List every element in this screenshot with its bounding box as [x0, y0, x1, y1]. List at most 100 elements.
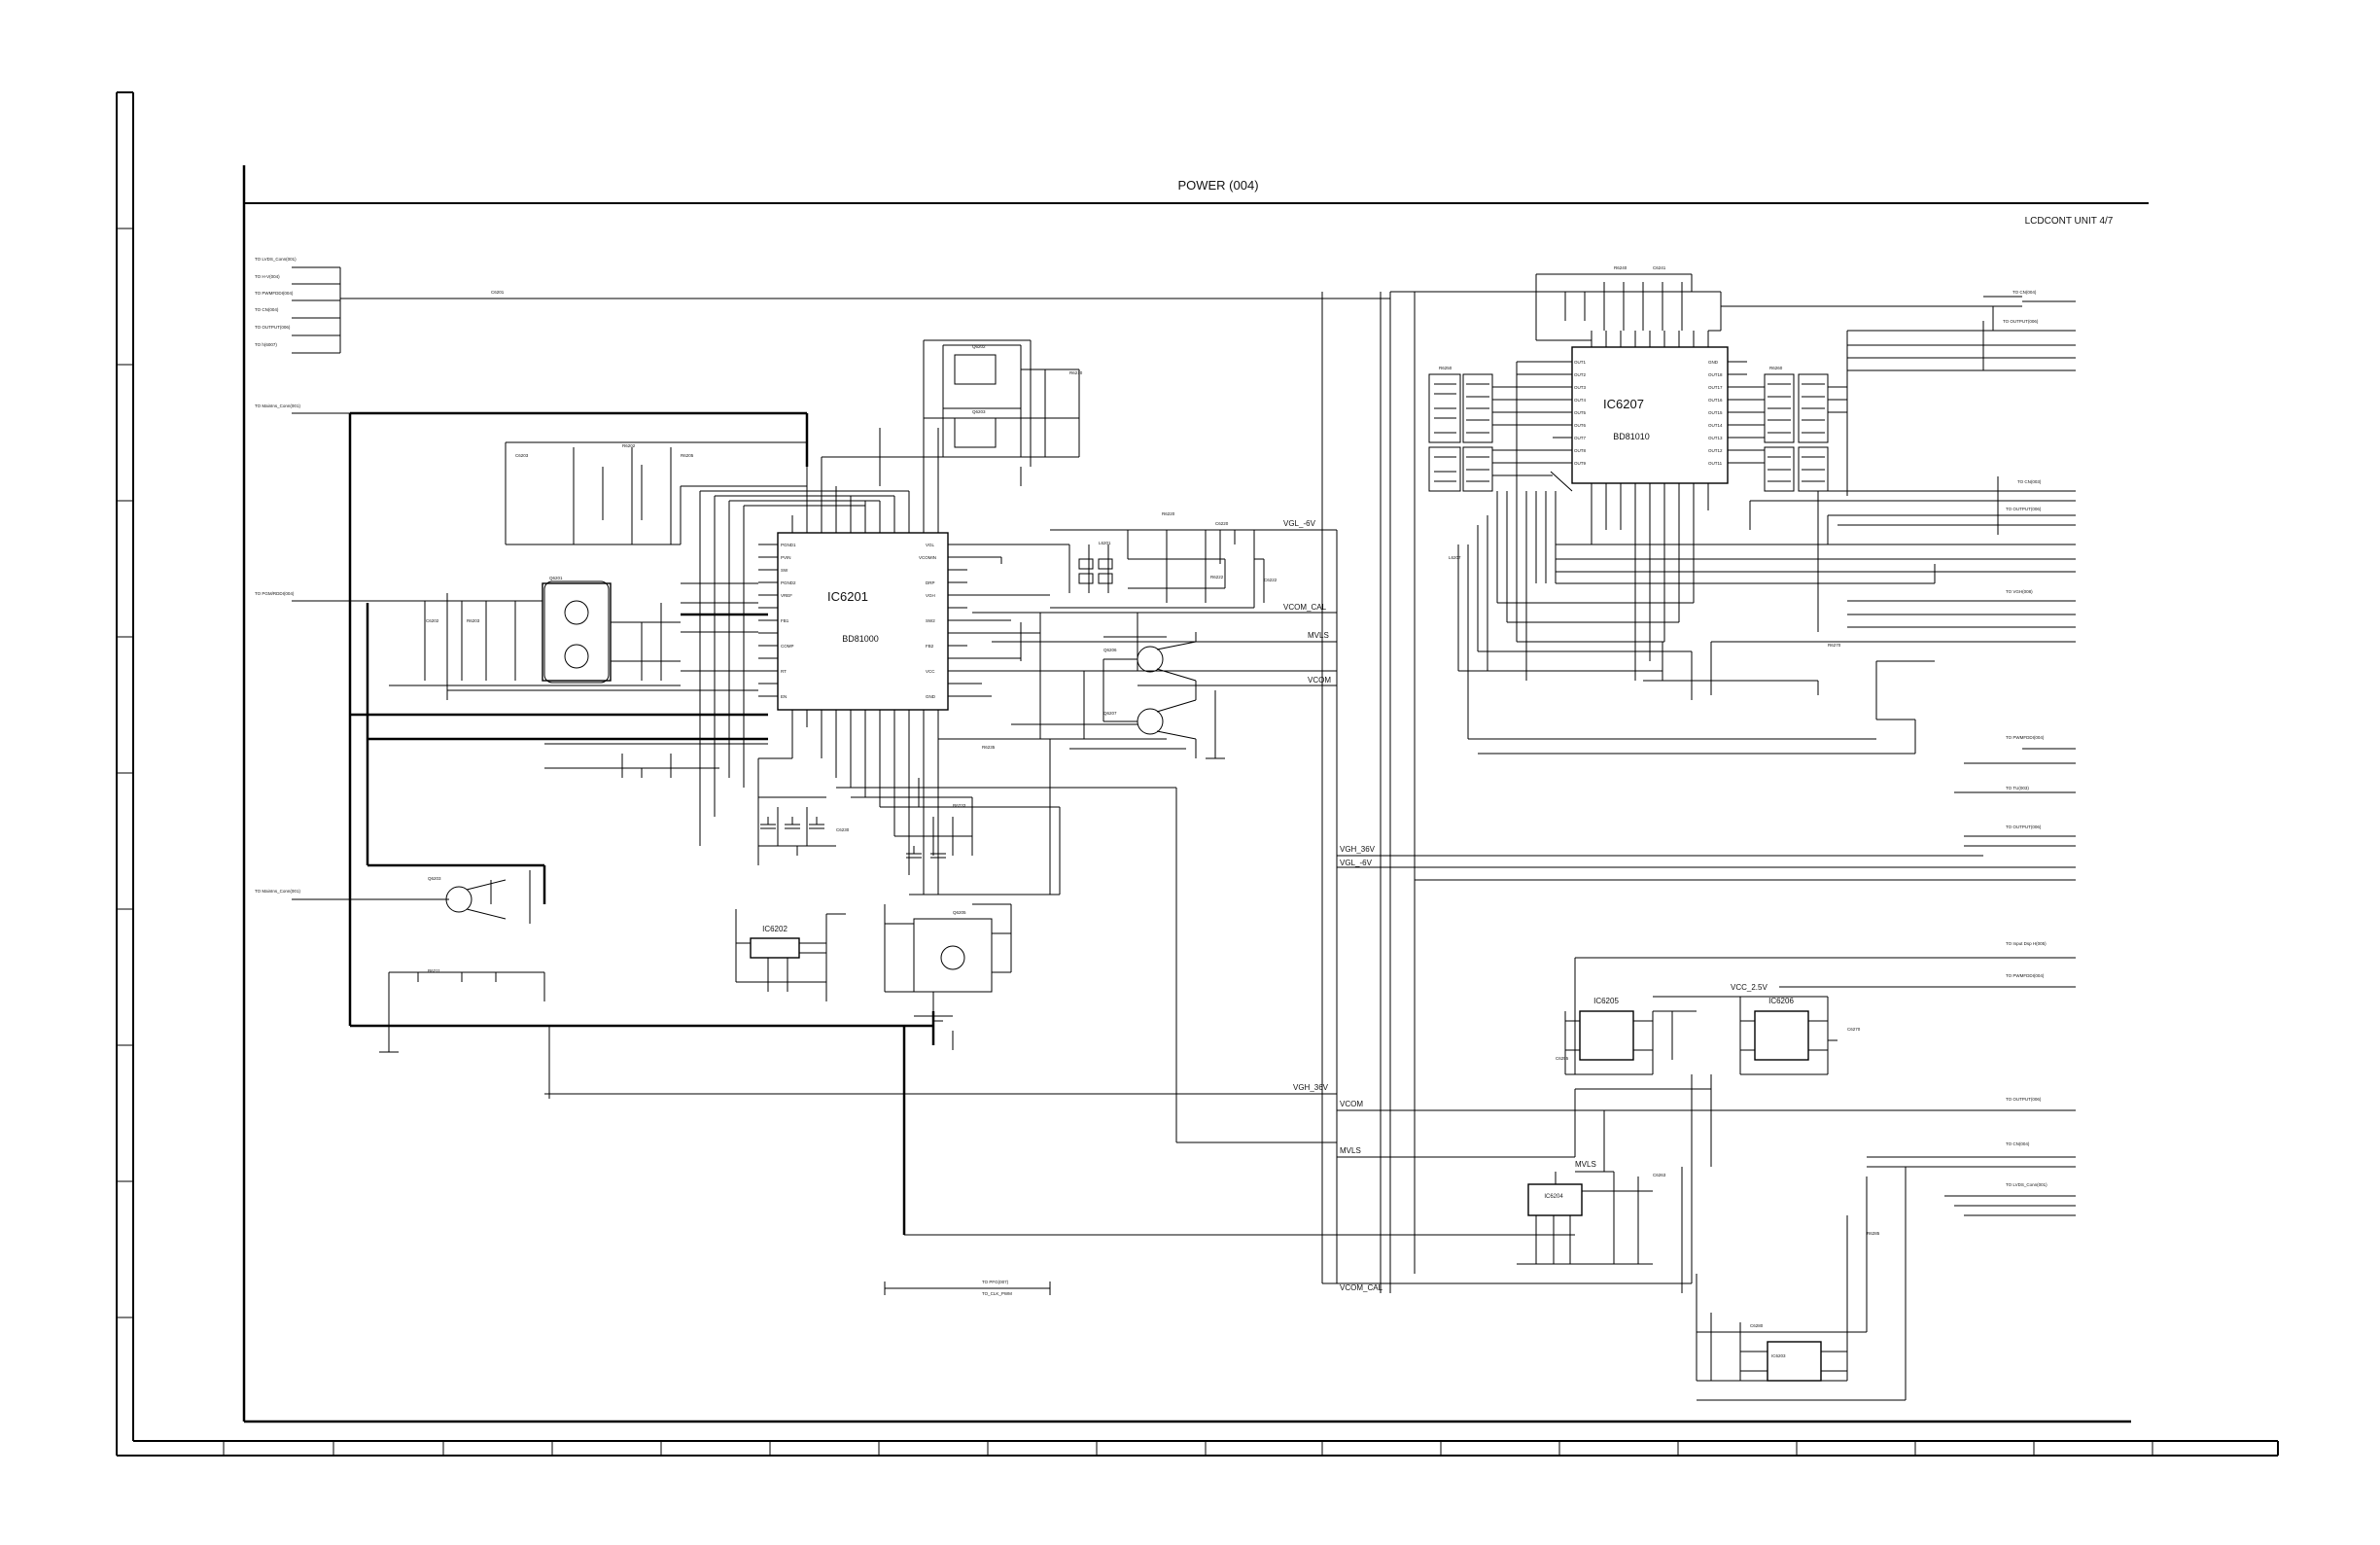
- svg-text:OUT13: OUT13: [1708, 436, 1723, 440]
- q6205-block: [884, 903, 1012, 1050]
- ic6207-left-array: [1428, 361, 1553, 492]
- svg-text:Q6201: Q6201: [549, 576, 563, 580]
- svg-text:OUT16: OUT16: [1708, 398, 1723, 403]
- ic6205-block: IC6205: [1564, 997, 1697, 1075]
- svg-text:PGND2: PGND2: [781, 580, 796, 585]
- svg-text:TO OUTPUT(006): TO OUTPUT(006): [2006, 507, 2042, 511]
- net-mvls-top: MVLS: [1575, 1160, 1596, 1169]
- unit-label: LCDCONT UNIT 4/7: [2025, 216, 2114, 227]
- svg-text:VCC: VCC: [926, 669, 935, 674]
- svg-text:R6222: R6222: [1210, 575, 1224, 579]
- svg-text:FB2: FB2: [926, 644, 934, 649]
- svg-text:PGND1: PGND1: [781, 543, 796, 547]
- svg-text:TO CN(004): TO CN(004): [255, 307, 279, 312]
- svg-text:IC6203: IC6203: [1771, 1353, 1786, 1358]
- svg-text:C6241: C6241: [1653, 265, 1666, 270]
- svg-text:VCOMIN: VCOMIN: [919, 555, 936, 560]
- sheet-title: POWER (004): [1177, 178, 1258, 193]
- ic6207-right-array: [1747, 369, 1848, 496]
- svg-text:OUT11: OUT11: [1708, 461, 1723, 466]
- svg-text:FB1: FB1: [781, 618, 789, 623]
- svg-text:OUT2: OUT2: [1574, 372, 1586, 377]
- svg-text:DRP: DRP: [926, 580, 935, 585]
- ic6201-ref: IC6201: [827, 589, 868, 604]
- net-vgh-lower: VGH_36V: [1293, 1083, 1329, 1092]
- svg-text:TO Input Dsp H(005): TO Input Dsp H(005): [2006, 941, 2047, 946]
- svg-text:R6211: R6211: [428, 968, 440, 973]
- svg-text:TO OUTPUT(006): TO OUTPUT(006): [2006, 825, 2042, 829]
- svg-text:OUT17: OUT17: [1708, 385, 1723, 390]
- net-vcom-low: VCOM: [1340, 1100, 1363, 1108]
- svg-text:TO MainIns_Conn(001): TO MainIns_Conn(001): [255, 404, 300, 408]
- svg-text:OUT1: OUT1: [1574, 360, 1586, 365]
- svg-text:R6205: R6205: [681, 453, 694, 458]
- ic6201-part: BD81000: [842, 634, 879, 644]
- svg-text:Q6206: Q6206: [1103, 648, 1117, 652]
- left-connectors: TO LVDS_Conn(001)TO H-V(004) TO PWMFDDI(…: [255, 257, 1390, 900]
- svg-text:OUT15: OUT15: [1708, 410, 1723, 415]
- svg-text:TO OUTPUT(006): TO OUTPUT(006): [2006, 1097, 2042, 1102]
- net-vgh-upper: VGH_36V: [1340, 845, 1376, 854]
- svg-text:TO LVDS_Conn(001): TO LVDS_Conn(001): [255, 257, 297, 262]
- vertical-buses: [1321, 292, 1712, 1322]
- ic6206-block: IC6206 VCC_2.5V: [1653, 983, 1838, 1075]
- svg-text:C6255: C6255: [1556, 1056, 1569, 1061]
- svg-text:OUT18: OUT18: [1708, 372, 1723, 377]
- svg-text:R6220: R6220: [1162, 511, 1175, 516]
- svg-text:TO LVDS_Conn(001): TO LVDS_Conn(001): [2006, 1182, 2048, 1187]
- svg-text:EN: EN: [781, 694, 787, 699]
- svg-text:Q6203: Q6203: [428, 876, 441, 881]
- ic6201-caps: [760, 817, 946, 859]
- svg-text:C6201: C6201: [491, 290, 505, 295]
- bottom-small-connector: [884, 1282, 1051, 1295]
- ic6202-block: IC6202: [735, 909, 846, 1001]
- svg-text:C6202: C6202: [426, 618, 439, 623]
- svg-text:TO PGM/RDDI(004): TO PGM/RDDI(004): [255, 591, 295, 596]
- svg-text:C6220: C6220: [1215, 521, 1229, 526]
- power-buses: [348, 411, 935, 1235]
- svg-text:L6207: L6207: [1449, 555, 1461, 560]
- ic6206-ref: IC6206: [1768, 997, 1794, 1005]
- ic6207-bottom-buses: [1457, 491, 1709, 739]
- svg-text:COMP: COMP: [781, 644, 794, 649]
- net-vcom: VCOM: [1308, 676, 1331, 685]
- net-vcom-cal-low: VCOM_CAL: [1340, 1283, 1383, 1292]
- ic6201-wiring: [446, 339, 1177, 1142]
- svg-text:R6203: R6203: [467, 618, 480, 623]
- net-vcc: VCC_2.5V: [1731, 983, 1768, 992]
- svg-text:TO TU(003): TO TU(003): [2006, 786, 2029, 790]
- ic6207-ref: IC6207: [1603, 397, 1644, 411]
- svg-text:OUT12: OUT12: [1708, 448, 1723, 453]
- mid-jumper-block: [1050, 529, 1337, 609]
- svg-text:Q6207: Q6207: [1103, 711, 1117, 716]
- svg-text:SW2: SW2: [926, 618, 935, 623]
- svg-text:OUT4: OUT4: [1574, 398, 1586, 403]
- ic6202-ref: IC6202: [762, 925, 788, 933]
- net-mvls-low: MVLS: [1340, 1146, 1361, 1155]
- svg-text:Q6203: Q6203: [972, 409, 986, 414]
- svg-text:R6210: R6210: [1069, 370, 1083, 375]
- net-rails: VGL_-6V VCOM_CAL MVLS VCOM VGH_36V VGL_-…: [544, 519, 1983, 1292]
- svg-text:C6280: C6280: [1750, 1323, 1764, 1328]
- svg-text:R6250: R6250: [1439, 366, 1452, 370]
- svg-text:GND: GND: [926, 694, 936, 699]
- svg-text:R6235: R6235: [982, 745, 996, 750]
- svg-text:C6230: C6230: [836, 827, 850, 832]
- svg-text:TO_CLK_PWM: TO_CLK_PWM: [982, 1291, 1012, 1296]
- svg-text:C6270: C6270: [1847, 1027, 1861, 1032]
- svg-text:TO PWMFDDI(004): TO PWMFDDI(004): [2006, 735, 2045, 740]
- svg-text:GND: GND: [1708, 360, 1719, 365]
- svg-text:TO PFG(007): TO PFG(007): [982, 1280, 1009, 1284]
- ic6207-part: BD81010: [1613, 432, 1650, 441]
- svg-text:TO MainIns_Conn(001): TO MainIns_Conn(001): [255, 889, 300, 894]
- right-connectors: TO CN(004) TO OUTPUT(006) TO CN(003) TO OU…: [1415, 290, 2076, 1216]
- svg-text:VGL: VGL: [926, 543, 935, 547]
- svg-text:TO CN(003): TO CN(003): [2017, 479, 2042, 484]
- svg-text:TO CN(004): TO CN(004): [2006, 1141, 2030, 1146]
- svg-text:TO VGH(008): TO VGH(008): [2006, 589, 2033, 594]
